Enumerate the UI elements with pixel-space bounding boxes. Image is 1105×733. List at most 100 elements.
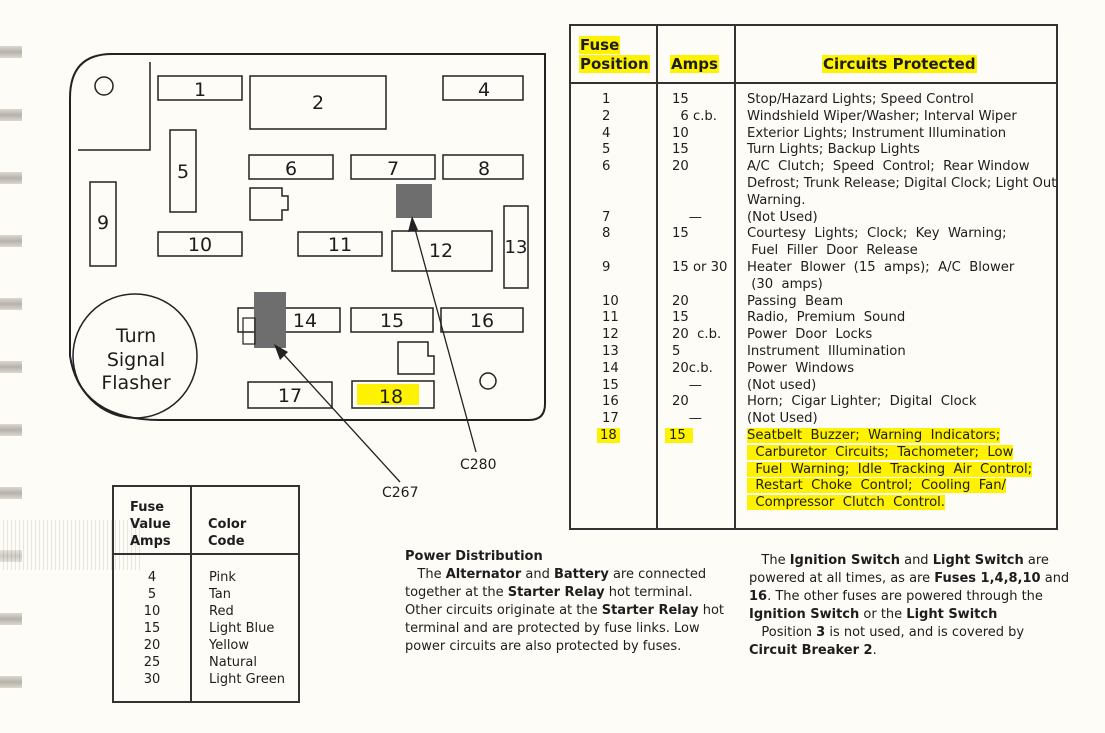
header-text: Fuse xyxy=(579,36,621,54)
circuit-description-line: Radio, Premium Sound xyxy=(747,310,906,326)
color-code-cell: Natural xyxy=(209,655,257,670)
fuse-value-cell: 4 xyxy=(147,570,157,585)
text-run: and xyxy=(521,567,554,582)
paragraph-line: powered at all times, as are Fuses 1,4,8… xyxy=(749,570,1079,588)
fuse-slot-5 xyxy=(169,129,197,213)
fuse-slot-4 xyxy=(442,75,524,101)
fuse-position-cell: 10 xyxy=(602,293,619,309)
circuit-description-line: A/C Clutch; Speed Control; Rear Window xyxy=(747,159,1030,175)
fuse-amps-cell: — xyxy=(672,209,702,225)
fuse-label: 10 xyxy=(188,234,212,256)
fuse-label: 12 xyxy=(429,240,453,262)
fuse-label: 5 xyxy=(177,161,189,183)
fuse-label: 13 xyxy=(505,237,528,258)
fuse-position-cell: 5 xyxy=(602,142,611,158)
fuse-amps-cell: 6 c.b. xyxy=(672,108,717,124)
text-run: Starter Relay xyxy=(601,603,699,618)
text-run: . The other fuses are powered through th… xyxy=(767,589,1043,604)
header-amps: Amps xyxy=(656,26,734,84)
text-run: Other circuits originate at the xyxy=(405,603,602,618)
text-run: . xyxy=(872,643,877,658)
text-run: Light Switch xyxy=(932,553,1024,568)
fuse-slot-13 xyxy=(503,205,529,289)
text-run: Starter Relay xyxy=(507,585,605,600)
circuit-description-line: Compressor Clutch Control. xyxy=(747,495,945,511)
fuse-label: 9 xyxy=(97,212,109,234)
fuse-box-housing xyxy=(69,53,546,421)
circuit-description-line: Passing Beam xyxy=(747,293,844,309)
relay-socket-upper xyxy=(249,187,289,221)
fuse-position-cell: 12 xyxy=(602,327,619,343)
fuse-label: 15 xyxy=(380,310,404,332)
fuse-position-cell: 7 xyxy=(602,209,611,225)
fuse-slot-12 xyxy=(391,230,493,272)
column-divider xyxy=(656,26,658,528)
ignition-switch-note: The Ignition Switch and Light Switch are… xyxy=(749,552,1079,660)
paragraph-line: The Ignition Switch and Light Switch are xyxy=(749,552,1079,570)
fuse-slot-1 xyxy=(157,75,243,101)
fuse-amps-cell: — xyxy=(672,377,702,393)
flasher-label-line: Signal xyxy=(107,349,165,371)
section-title: Power Distribution xyxy=(405,549,543,564)
fuse-value-cell: 5 xyxy=(147,587,157,602)
fuse-amps-cell: 15 xyxy=(665,428,693,445)
fuse-amps-cell: 15 xyxy=(672,142,689,158)
text-run: Fuses 1,4,8,10 xyxy=(934,571,1041,586)
fuse-position-cell: 17 xyxy=(602,411,619,427)
mounting-hole-top xyxy=(94,76,114,96)
fuse-label: 7 xyxy=(387,158,399,180)
fuse-amps-cell: 20 xyxy=(672,394,689,410)
paragraph-line: terminal and are protected by fuse links… xyxy=(405,620,735,638)
fuse-amps-cell: — xyxy=(672,411,702,427)
header-circuits: Circuits Protected xyxy=(734,26,1056,84)
fuse-box-diagram: 1 2 4 5 6 7 8 9 10 11 12 13 14 15 16 17 … xyxy=(69,53,546,501)
flasher-label-line: Flasher xyxy=(101,372,170,394)
fuse-position-cell: 8 xyxy=(602,226,611,242)
fuse-value-cell: 25 xyxy=(143,655,161,670)
leader-c280 xyxy=(411,217,477,453)
circuit-description-line: Instrument Illumination xyxy=(747,344,906,359)
fuse-position-cell: 2 xyxy=(602,108,611,124)
color-code-cell: Tan xyxy=(209,587,231,602)
circuit-description-line: (Not Used) xyxy=(747,209,818,225)
text-run: and xyxy=(899,553,933,568)
fuse-amps-cell: 20c.b. xyxy=(672,360,713,376)
turn-signal-flasher xyxy=(72,293,198,419)
text-run: Ignition Switch xyxy=(749,607,860,622)
relay-socket-lower xyxy=(397,341,435,375)
circuit-description-line: Seatbelt Buzzer; Warning Indicators; xyxy=(747,428,1001,443)
fuse-position-cell: 6 xyxy=(602,159,611,175)
fuse-label: 18 xyxy=(379,386,403,408)
color-code-cell: Light Blue xyxy=(209,621,275,636)
text-run: or the xyxy=(859,607,907,622)
header-fuse-value: Fuse Value Amps xyxy=(130,499,171,550)
circuit-description-line: Fuel Warning; Idle Tracking Air Control; xyxy=(747,461,1033,477)
fuse-amps-cell: 15 or 30 xyxy=(672,260,728,275)
text-run: Ignition Switch xyxy=(789,553,900,568)
text-run: Circuit Breaker 2 xyxy=(749,643,873,658)
mounting-hole-bottom xyxy=(479,372,497,390)
text-run: are xyxy=(1023,553,1049,568)
text-run: powered at all times, as are xyxy=(749,571,935,586)
text-run: Position xyxy=(749,625,817,640)
fuse-position-cell: 4 xyxy=(602,125,611,141)
text-run: hot terminal. xyxy=(604,585,693,600)
fuse-slot-17 xyxy=(247,381,333,409)
color-code-cell: Yellow xyxy=(209,638,250,653)
fuse-slot-7 xyxy=(350,154,436,180)
circuit-description-line: Defrost; Trunk Release; Digital Clock; L… xyxy=(747,176,1057,191)
header-text: Code xyxy=(208,534,245,549)
circuit-description-line: Stop/Hazard Lights; Speed Control xyxy=(747,92,974,107)
paragraph-line: together at the Starter Relay hot termin… xyxy=(405,584,735,602)
color-code-cell: Red xyxy=(209,604,234,619)
header-text: Position xyxy=(579,55,650,73)
fuse-label: 8 xyxy=(478,158,490,180)
fuse-label: 1 xyxy=(194,79,206,101)
text-run: Battery xyxy=(554,567,609,582)
connector-label-c267: C267 xyxy=(382,485,419,501)
fuse-position-cell: 15 xyxy=(602,377,619,393)
paragraph-line: Ignition Switch or the Light Switch xyxy=(749,606,1079,624)
text-run: and xyxy=(1040,571,1070,586)
circuit-description-line: Fuel Filler Door Release xyxy=(747,243,918,259)
text-run: are connected xyxy=(608,567,707,582)
